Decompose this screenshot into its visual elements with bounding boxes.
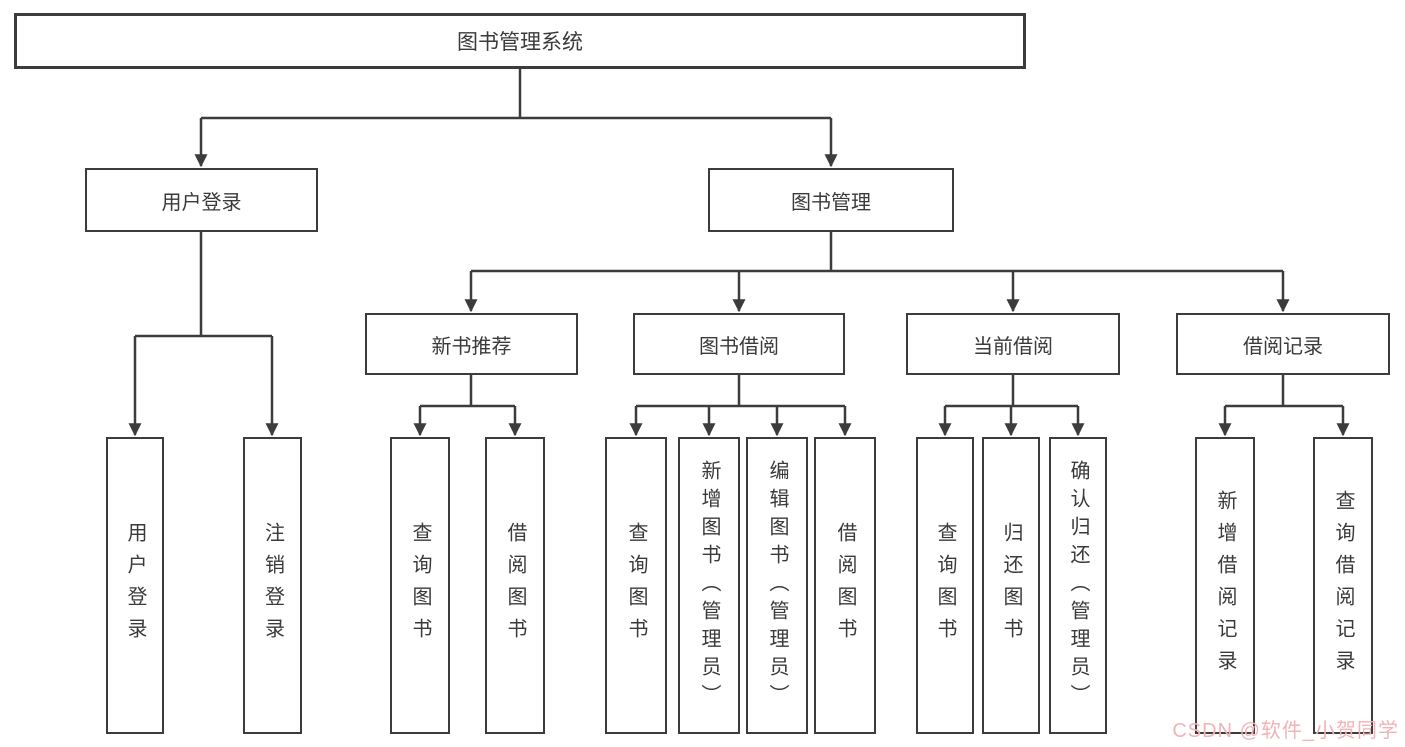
node-new-book-recommend: 新书推荐: [365, 313, 578, 375]
leaf-query-book-recommend: 查询图书: [390, 437, 450, 734]
node-user-login: 用户登录: [85, 168, 318, 232]
leaf-user-login: 用户登录: [106, 437, 164, 734]
node-borrow-record: 借阅记录: [1176, 313, 1390, 375]
leaf-confirm-return-admin: 确认归还（管理员）: [1049, 437, 1107, 734]
leaf-query-borrow-record: 查询借阅记录: [1313, 437, 1373, 734]
leaf-borrow-book-recommend: 借阅图书: [485, 437, 545, 734]
leaf-add-borrow-record: 新增借阅记录: [1195, 437, 1255, 734]
leaf-borrow-book: 借阅图书: [814, 437, 876, 734]
csdn-watermark: CSDN @软件_小贺同学: [1172, 720, 1399, 742]
leaf-edit-book-admin: 编辑图书（管理员）: [746, 437, 808, 734]
node-root-system: 图书管理系统: [14, 13, 1026, 69]
node-current-borrow: 当前借阅: [906, 313, 1120, 375]
leaf-query-book-current: 查询图书: [916, 437, 974, 734]
node-book-management: 图书管理: [708, 168, 954, 232]
node-book-borrow: 图书借阅: [633, 313, 845, 375]
leaf-query-book-borrow: 查询图书: [605, 437, 667, 734]
leaf-logout: 注销登录: [243, 437, 302, 734]
leaf-return-book: 归还图书: [982, 437, 1040, 734]
leaf-add-book-admin: 新增图书（管理员）: [678, 437, 740, 734]
